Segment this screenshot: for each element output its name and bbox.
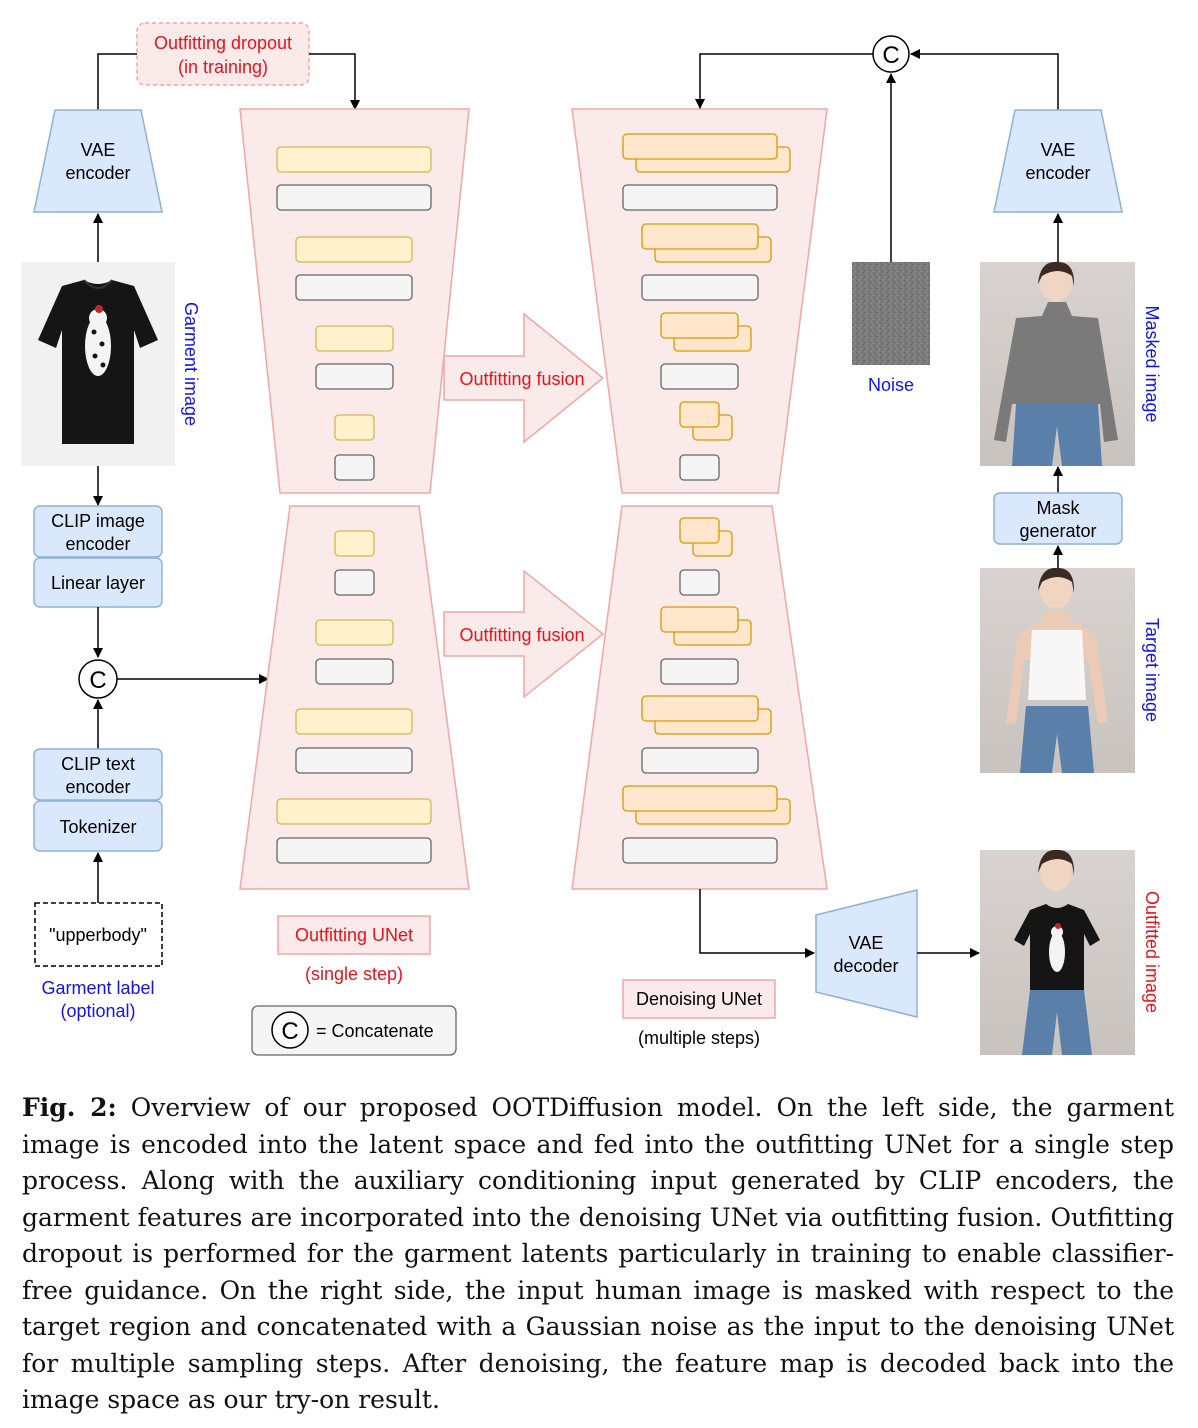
outfitted-image xyxy=(980,849,1135,1055)
garment-image-label: Garment image xyxy=(181,302,201,426)
concat-to-denoising-arrow xyxy=(695,53,873,109)
outfitted-image-label: Outfitted image xyxy=(1142,891,1162,1013)
outfitting-unet-decoder xyxy=(239,505,470,890)
vae-decoder-sublabel: decoder xyxy=(833,956,898,976)
denoising-unet-legend-box: Denoising UNet xyxy=(622,979,776,1019)
masked-image-label: Masked image xyxy=(1142,305,1162,422)
target-image xyxy=(980,567,1135,773)
concat-symbol-right: C xyxy=(882,42,899,69)
mask-generator-box: Mask generator xyxy=(993,492,1123,545)
linear-layer-box: Linear layer xyxy=(33,557,163,608)
noise-image xyxy=(852,262,930,365)
outfitting-unet-label: Outfitting UNet xyxy=(295,925,413,945)
figure-caption: Fig. 2: Overview of our proposed OOTDiff… xyxy=(22,1090,1174,1419)
multiple-steps-label: (multiple steps) xyxy=(638,1028,760,1048)
concat-symbol-left: C xyxy=(89,667,106,694)
dropout-to-unet-arrow xyxy=(309,53,360,110)
clip-text-encoder-box: CLIP text encoder xyxy=(33,748,163,801)
vae-encoder-left: VAE encoder xyxy=(33,109,163,213)
garment-label-optional: (optional) xyxy=(60,1001,135,1021)
caption-text: Overview of our proposed OOTDiffusion mo… xyxy=(22,1093,1174,1414)
upperbody-text-box: "upperbody" xyxy=(34,902,163,967)
outfitting-dropout-sublabel: (in training) xyxy=(178,57,268,77)
garment-label-caption: Garment label xyxy=(41,978,154,998)
denoising-unet-encoder xyxy=(571,108,828,494)
single-step-label: (single step) xyxy=(305,964,403,984)
clip-image-encoder-box: CLIP image encoder xyxy=(33,505,163,558)
outfitting-fusion-label-top: Outfitting fusion xyxy=(459,369,584,389)
vae-encoder-left-label: VAE xyxy=(81,140,116,160)
concat-symbol-legend: C xyxy=(281,1018,298,1045)
vae-to-dropout-line xyxy=(97,53,137,110)
concatenate-legend: C = Concatenate xyxy=(251,1005,457,1056)
outfitting-fusion-label-bottom: Outfitting fusion xyxy=(459,625,584,645)
vae-decoder: VAE decoder xyxy=(815,889,918,1018)
vae-decoder-label: VAE xyxy=(849,933,884,953)
caption-fig-label: Fig. 2: xyxy=(22,1093,117,1122)
outfitting-fusion-arrow-bottom: Outfitting fusion xyxy=(443,569,605,699)
noise-label: Noise xyxy=(868,375,914,395)
upperbody-label: "upperbody" xyxy=(49,925,147,945)
outfitting-fusion-arrow-top: Outfitting fusion xyxy=(443,312,605,444)
outfitting-dropout-box: Outfitting dropout (in training) xyxy=(136,22,310,86)
linear-layer-label: Linear layer xyxy=(51,573,145,593)
mask-generator-label: Mask xyxy=(1036,498,1080,518)
vae-encoder-right: VAE encoder xyxy=(993,109,1123,213)
target-image-label: Target image xyxy=(1142,618,1162,722)
vae-encoder-left-sublabel: encoder xyxy=(65,163,130,183)
tokenizer-label: Tokenizer xyxy=(59,817,136,837)
denoising-to-decoder-arrow xyxy=(699,889,815,958)
vae-right-to-concat-arrow xyxy=(910,49,1059,110)
vae-encoder-right-label: VAE xyxy=(1041,140,1076,160)
tokenizer-box: Tokenizer xyxy=(33,800,163,852)
vae-encoder-right-sublabel: encoder xyxy=(1025,163,1090,183)
outfitting-dropout-label: Outfitting dropout xyxy=(154,33,292,53)
concat-node-left: C xyxy=(78,659,118,699)
denoising-unet-label: Denoising UNet xyxy=(636,989,762,1009)
garment-image xyxy=(21,262,175,466)
clip-image-encoder-label: CLIP image xyxy=(51,511,145,531)
mask-generator-sublabel: generator xyxy=(1019,521,1096,541)
denoising-unet-decoder xyxy=(571,505,828,890)
concatenate-label: = Concatenate xyxy=(316,1021,434,1041)
clip-image-encoder-sublabel: encoder xyxy=(65,534,130,554)
outfitting-unet-encoder xyxy=(239,108,470,494)
clip-text-encoder-label: CLIP text xyxy=(61,754,135,774)
concat-node-right: C xyxy=(872,35,910,73)
clip-text-encoder-sublabel: encoder xyxy=(65,777,130,797)
ootdiffusion-diagram: Outfitting dropout (in training) VAE enc… xyxy=(21,22,1162,1056)
masked-image xyxy=(980,261,1135,466)
outfitting-unet-legend-box: Outfitting UNet xyxy=(277,915,431,955)
